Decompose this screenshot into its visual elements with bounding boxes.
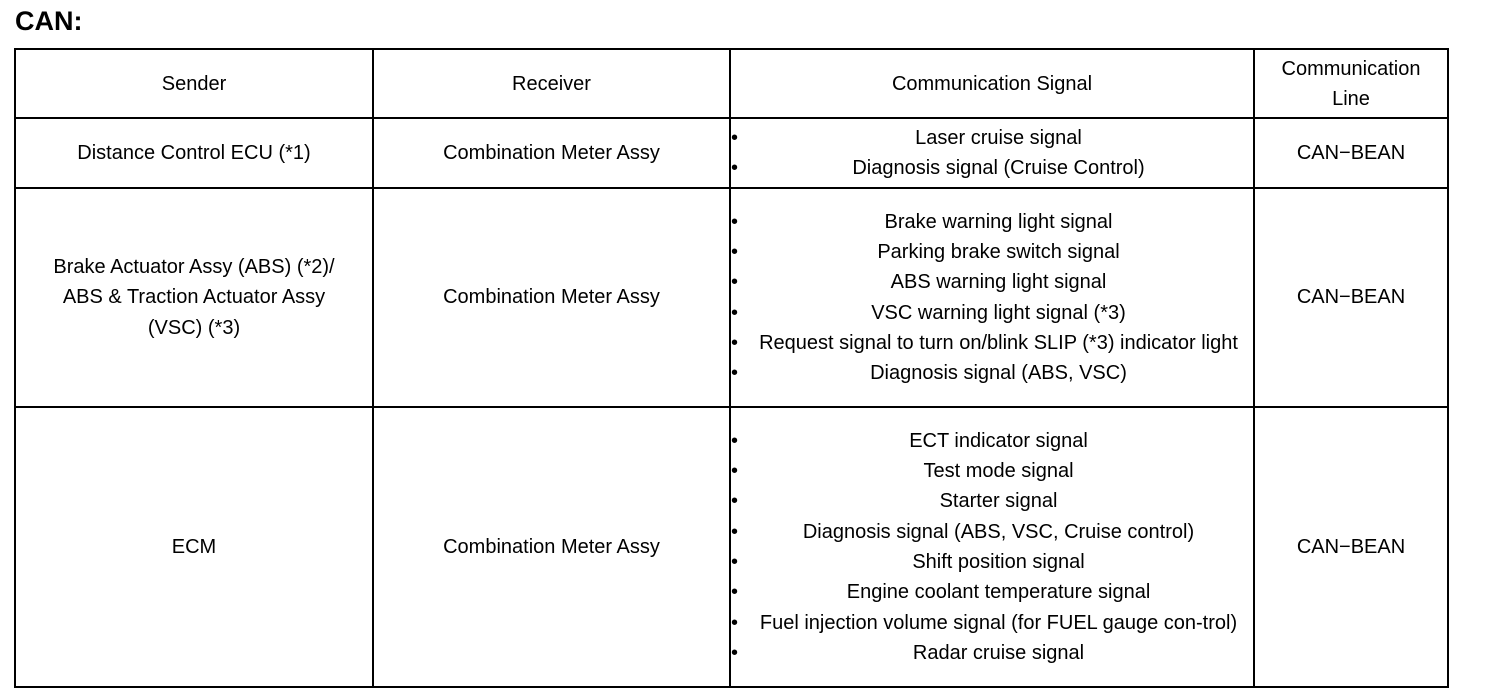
header-line-part-1: Communication bbox=[1281, 57, 1421, 80]
header-line-part-2: Line bbox=[1332, 87, 1370, 110]
signal-item: Brake warning light signal bbox=[731, 207, 1253, 238]
signal-item: VSC warning light signal (*3) bbox=[731, 298, 1253, 329]
page-title: CAN: bbox=[15, 6, 83, 36]
sender-cell: ECM bbox=[14, 406, 374, 688]
signal-item: Parking brake switch signal bbox=[731, 237, 1253, 268]
line-cell: CAN−BEAN bbox=[1253, 117, 1449, 189]
signal-cell: ECT indicator signal Test mode signal St… bbox=[729, 406, 1255, 688]
signal-item: ABS warning light signal bbox=[731, 267, 1253, 298]
receiver-cell: Combination Meter Assy bbox=[372, 117, 731, 189]
signal-item: Diagnosis signal (Cruise Control) bbox=[731, 153, 1253, 184]
signal-cell: Laser cruise signal Diagnosis signal (Cr… bbox=[729, 117, 1255, 189]
header-communication-line-text: Communication Line bbox=[1282, 54, 1421, 114]
signal-item: Test mode signal bbox=[731, 456, 1253, 487]
signal-item: Radar cruise signal bbox=[731, 638, 1253, 669]
signal-item: Starter signal bbox=[731, 486, 1253, 517]
line-cell: CAN−BEAN bbox=[1253, 187, 1449, 408]
signal-item: Shift position signal bbox=[731, 547, 1253, 578]
signal-cell: Brake warning light signal Parking brake… bbox=[729, 187, 1255, 408]
sender-line: ABS & Traction Actuator Assy bbox=[62, 286, 326, 309]
signal-list: ECT indicator signal Test mode signal St… bbox=[731, 426, 1253, 669]
signal-item: Fuel injection volume signal (for FUEL g… bbox=[731, 608, 1253, 639]
sender-line: Brake Actuator Assy (ABS) (*2)/ bbox=[53, 256, 335, 279]
sender-cell: Brake Actuator Assy (ABS) (*2)/ ABS & Tr… bbox=[14, 187, 374, 408]
sender-cell: Distance Control ECU (*1) bbox=[14, 117, 374, 189]
receiver-cell: Combination Meter Assy bbox=[372, 187, 731, 408]
sender-line: ECM bbox=[171, 535, 217, 558]
table-row: Distance Control ECU (*1) Combination Me… bbox=[14, 117, 1449, 189]
signal-item: Request signal to turn on/blink SLIP (*3… bbox=[731, 328, 1253, 359]
can-communication-table: Sender Receiver Communication Signal Com… bbox=[14, 48, 1449, 688]
table-row: Brake Actuator Assy (ABS) (*2)/ ABS & Tr… bbox=[14, 187, 1449, 408]
signal-item: Laser cruise signal bbox=[731, 123, 1253, 154]
line-cell: CAN−BEAN bbox=[1253, 406, 1449, 688]
sender-line: Distance Control ECU (*1) bbox=[77, 141, 311, 164]
signal-item: Diagnosis signal (ABS, VSC, Cruise contr… bbox=[731, 517, 1253, 548]
header-receiver: Receiver bbox=[372, 48, 731, 119]
table-header-row: Sender Receiver Communication Signal Com… bbox=[14, 48, 1449, 119]
receiver-cell: Combination Meter Assy bbox=[372, 406, 731, 688]
signal-item: Diagnosis signal (ABS, VSC) bbox=[731, 358, 1253, 389]
header-sender: Sender bbox=[14, 48, 374, 119]
signal-list: Brake warning light signal Parking brake… bbox=[731, 207, 1253, 389]
sender-line: (VSC) (*3) bbox=[147, 316, 241, 339]
header-communication-line: Communication Line bbox=[1253, 48, 1449, 119]
signal-item: ECT indicator signal bbox=[731, 426, 1253, 457]
table-row: ECM Combination Meter Assy ECT indicator… bbox=[14, 406, 1449, 688]
header-communication-signal: Communication Signal bbox=[729, 48, 1255, 119]
signal-list: Laser cruise signal Diagnosis signal (Cr… bbox=[731, 123, 1253, 184]
signal-item: Engine coolant temperature signal bbox=[731, 577, 1253, 608]
